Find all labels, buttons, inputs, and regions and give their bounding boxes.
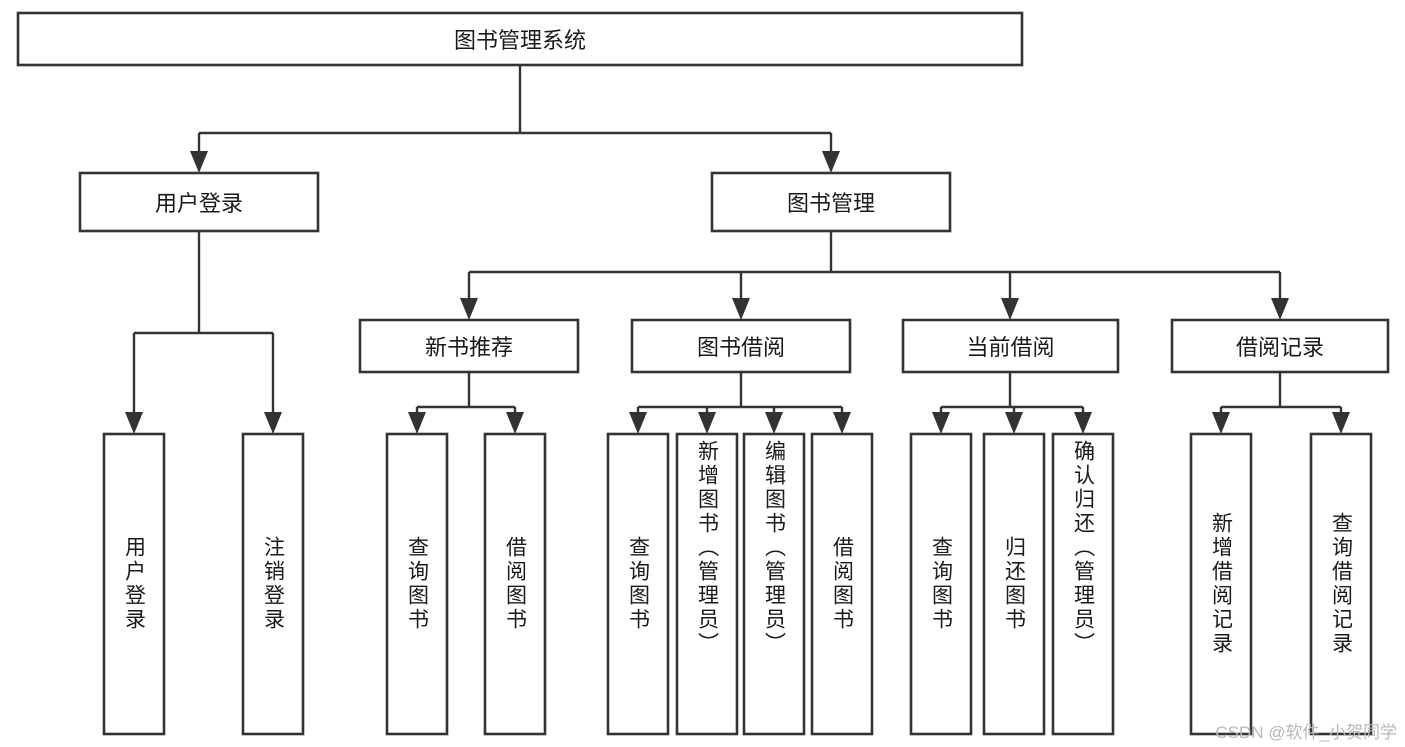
arrow-head-icon [698,412,716,434]
arrow-head-icon [1332,412,1350,434]
leaf-node-box[interactable] [742,432,806,736]
node-box-layer [16,11,1390,736]
leaf-node-box[interactable] [483,432,547,736]
leaf-node-box[interactable] [385,432,449,736]
leaf-node-box[interactable] [675,432,739,736]
arrow-head-icon [1212,412,1230,434]
arrow-head-icon [1271,298,1289,320]
level3-node-box[interactable] [901,318,1120,374]
arrow-head-icon [460,298,478,320]
arrow-head-icon [833,412,851,434]
level3-node-box[interactable] [1170,318,1390,374]
leaf-node-box[interactable] [1189,432,1253,736]
arrow-head-icon [506,412,524,434]
arrow-head-icon [765,412,783,434]
arrow-head-icon [1005,412,1023,434]
connector-layer [125,65,1350,434]
leaf-node-box[interactable] [102,432,166,736]
leaf-node-box[interactable] [241,432,305,736]
arrow-head-icon [732,298,750,320]
arrow-head-icon [822,151,840,173]
root-node-box[interactable] [16,11,1024,67]
arrow-head-icon [190,151,208,173]
arrow-head-icon [1074,412,1092,434]
level3-node-box[interactable] [630,318,852,374]
arrow-head-icon [932,412,950,434]
level2-node-box[interactable] [710,171,952,233]
arrow-head-icon [264,412,282,434]
arrow-head-icon [408,412,426,434]
leaf-node-box[interactable] [982,432,1046,736]
arrow-head-icon [1001,298,1019,320]
level2-node-box[interactable] [78,171,320,233]
leaf-node-box[interactable] [810,432,874,736]
leaf-node-box[interactable] [606,432,670,736]
leaf-node-box[interactable] [1309,432,1373,736]
arrow-head-icon [125,412,143,434]
arrow-head-icon [629,412,647,434]
leaf-node-box[interactable] [909,432,973,736]
leaf-node-box[interactable] [1051,432,1115,736]
level3-node-box[interactable] [358,318,580,374]
